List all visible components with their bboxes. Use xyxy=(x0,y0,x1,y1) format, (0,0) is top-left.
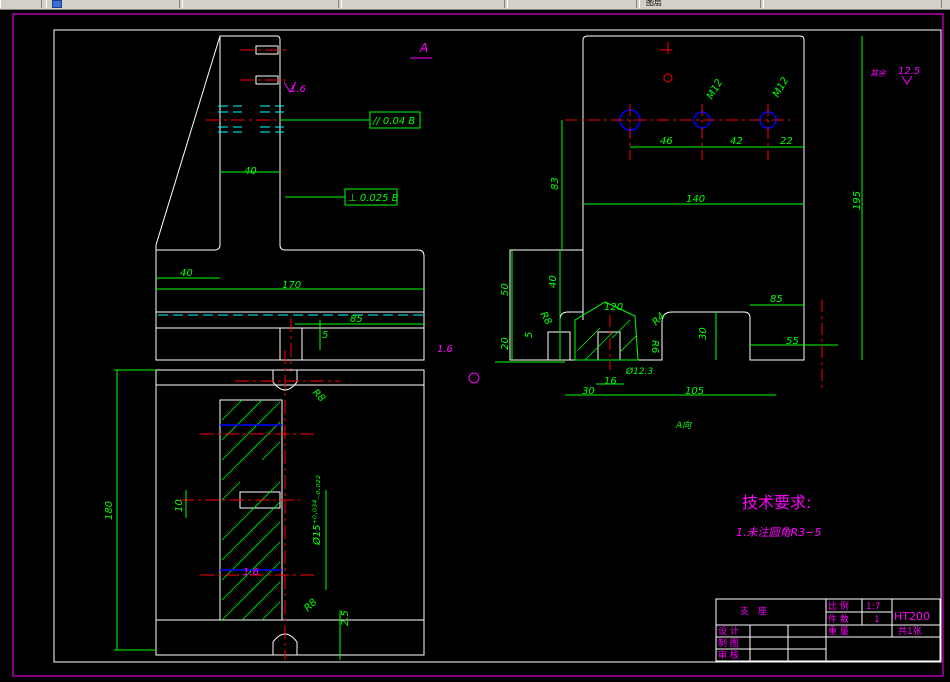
top-view-holes xyxy=(619,73,777,131)
dim-180: 180 xyxy=(104,501,115,520)
toolbar-segment-2[interactable] xyxy=(46,0,180,8)
roughness-other-label: 其余 xyxy=(870,69,887,78)
dim-5-mid: 5 xyxy=(524,332,535,338)
sheet-count: 共1张 xyxy=(898,626,922,637)
dim-42: 42 xyxy=(730,136,743,147)
parallel-tolerance-frame xyxy=(369,111,421,129)
dim-50: 50 xyxy=(500,283,511,296)
roughness-other-icon xyxy=(901,75,913,85)
dim-105: 105 xyxy=(685,386,704,397)
dim-20: 20 xyxy=(500,337,511,350)
outer-border xyxy=(12,13,944,677)
front-view xyxy=(155,35,425,361)
radius-r6: R6 xyxy=(649,340,660,353)
datum-b-icon xyxy=(468,372,480,384)
perpendicular-tolerance: ⊥ 0.025 B xyxy=(348,193,399,204)
dim-30-bottom: 30 xyxy=(582,386,595,397)
toolbar-segment-3[interactable] xyxy=(182,0,339,8)
radius-r8-a: R8 xyxy=(310,387,327,404)
toolbar-segment-6[interactable]: 图层 xyxy=(639,0,761,8)
view-a-label: A向 xyxy=(675,420,692,431)
hole-diameter-12-3: Ø12.3 xyxy=(625,366,653,377)
dim-40-left: 40 xyxy=(180,268,193,279)
section-view xyxy=(155,369,425,656)
roughness-1-6-a: 1.6 xyxy=(290,84,306,95)
requirements-item-1: 1.未注圆角R3−5 xyxy=(736,526,821,539)
thread-m12-a: M12 xyxy=(705,78,725,102)
perpendicular-tolerance-frame xyxy=(344,188,398,206)
dim-40-mid: 40 xyxy=(548,275,559,288)
toolbar-segment-1[interactable] xyxy=(0,0,42,8)
roughness-12-5: 12.5 xyxy=(898,66,920,77)
draw-label: 制 图 xyxy=(718,637,739,649)
layer-icon[interactable] xyxy=(52,0,62,8)
thread-m12-b: M12 xyxy=(771,76,791,100)
dim-195: 195 xyxy=(852,191,863,210)
top-view-dimensions xyxy=(495,36,863,396)
dim-22: 22 xyxy=(780,136,793,147)
toolbar-segment-5[interactable] xyxy=(507,0,637,8)
section-centerlines xyxy=(180,350,340,660)
roughness-symbol-icon xyxy=(283,81,297,93)
radius-r8: R8 xyxy=(537,310,553,327)
hole-fit-dimension: Ø15⁺⁰·⁰³⁴₋₀.₀₂₂ xyxy=(311,475,323,546)
scale-value: 1:7 xyxy=(866,602,880,612)
section-dimensions xyxy=(114,369,341,660)
radius-r8-b: R8 xyxy=(302,597,319,614)
dim-55: 55 xyxy=(786,336,799,347)
toolbar-scroll-button[interactable] xyxy=(941,0,950,8)
dim-30-right: 30 xyxy=(698,327,709,340)
quantity-value: 1 xyxy=(874,615,880,625)
dim-83: 83 xyxy=(550,177,561,190)
title-block xyxy=(715,598,941,662)
dim-5: 5 xyxy=(322,330,328,341)
check-label: 审 核 xyxy=(718,649,739,661)
dim-10: 10 xyxy=(174,499,185,512)
dim-16: 16 xyxy=(604,376,617,387)
front-view-hidden xyxy=(158,105,424,316)
dim-170: 170 xyxy=(282,280,301,291)
toolbar-segment-4[interactable] xyxy=(341,0,505,8)
dim-40-top: 40 xyxy=(244,166,257,177)
dim-85-left: 85 xyxy=(350,314,363,325)
section-hidden-lines xyxy=(220,424,282,571)
drawing-frame xyxy=(53,29,942,663)
weight-label: 重 量 xyxy=(828,625,849,637)
front-view-dimensions xyxy=(156,119,424,350)
top-view-centerlines xyxy=(565,42,823,390)
design-label: 设 计 xyxy=(718,625,739,637)
roughness-1-6-c: 1.6 xyxy=(437,344,453,355)
part-name: 支 座 xyxy=(740,605,767,617)
cut-hatch xyxy=(577,319,637,361)
material: HT200 xyxy=(894,610,930,623)
section-a-label: A xyxy=(419,41,428,55)
section-hatch xyxy=(221,399,281,621)
dim-85-right: 85 xyxy=(770,294,783,305)
dim-140: 140 xyxy=(686,194,705,205)
section-cut-hatch-area xyxy=(574,301,639,361)
dim-120: 120 xyxy=(604,302,623,313)
top-view xyxy=(509,35,805,361)
scale-label: 比 例 xyxy=(828,600,849,612)
dim-2-5: 2.5 xyxy=(340,610,351,626)
toolbar-item-5: 图层 xyxy=(646,0,662,7)
roughness-1-6-b: 1.6 xyxy=(243,567,259,578)
parallel-tolerance: // 0.04 B xyxy=(372,116,415,127)
requirements-title: 技术要求: xyxy=(742,493,811,512)
toolbar: 图层 xyxy=(0,0,950,10)
dim-46: 46 xyxy=(660,136,673,147)
quantity-label: 件 数 xyxy=(828,613,849,625)
